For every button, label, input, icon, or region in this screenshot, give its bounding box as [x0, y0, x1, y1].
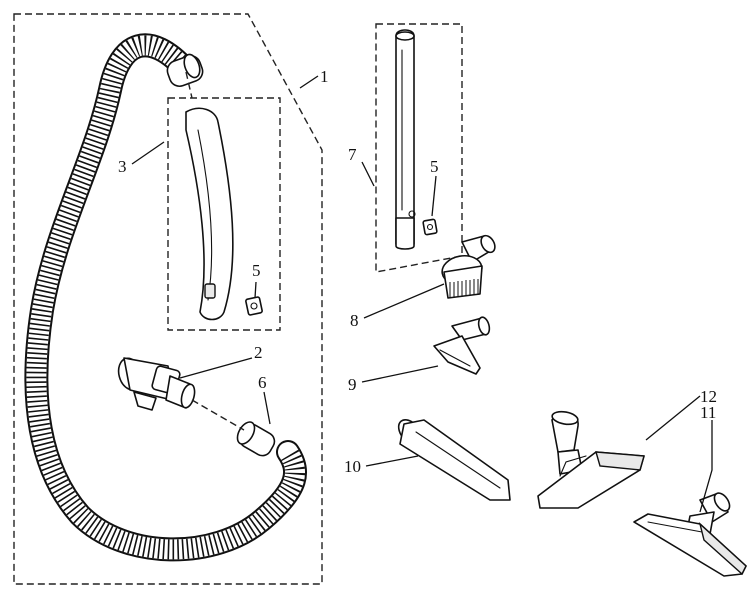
callout-1: 1	[320, 67, 329, 86]
callout-5-curved-wand: 5	[252, 261, 261, 280]
hose-assembly-group-outline	[13, 13, 323, 585]
latch-clip-5b	[422, 218, 438, 236]
curved-wand	[185, 107, 234, 321]
straight-wand	[395, 29, 416, 250]
flexible-hose	[24, 33, 307, 562]
callout-12: 12	[700, 387, 717, 406]
upholstery-nozzle	[433, 316, 491, 375]
hose-top-cuff	[166, 53, 204, 88]
callout-8: 8	[350, 311, 359, 330]
callout-2: 2	[254, 343, 263, 362]
callout-9: 9	[348, 375, 357, 394]
callout-7: 7	[348, 145, 357, 164]
latch-clip-5a	[245, 296, 263, 316]
callout-11: 11	[700, 403, 716, 422]
callout-6: 6	[258, 373, 267, 392]
curved-wand-group-outline	[167, 97, 281, 331]
leader-lines	[131, 75, 713, 513]
callout-5-straight-wand: 5	[430, 157, 439, 176]
callout-10: 10	[344, 457, 361, 476]
swivel-connector	[117, 357, 196, 411]
callout-3: 3	[118, 157, 127, 176]
floor-tool-12	[537, 410, 645, 509]
crevice-tool	[397, 419, 511, 501]
dusting-brush	[441, 234, 496, 299]
hose-cuff-6	[236, 421, 276, 457]
floor-tool-11	[633, 492, 747, 577]
straight-wand-group-outline	[375, 23, 463, 273]
